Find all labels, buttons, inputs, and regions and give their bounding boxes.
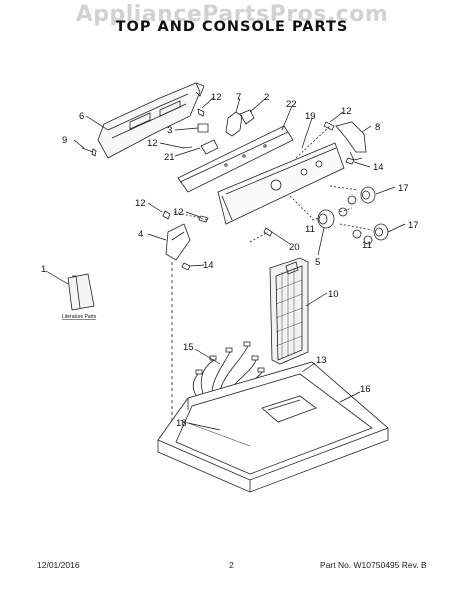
watermark: AppliancePartsPros.com [75, 2, 389, 27]
callout-14-a: 14 [373, 162, 384, 173]
callout-2: 2 [264, 92, 269, 103]
footer-date: 12/01/2016 [37, 560, 80, 570]
callout-6: 6 [79, 111, 84, 122]
page-title: TOP AND CONSOLE PARTS [115, 19, 349, 35]
callout-4: 4 [138, 229, 143, 240]
callout-10: 10 [328, 289, 339, 300]
callout-1: 1 [41, 264, 46, 275]
callout-8: 8 [375, 122, 380, 133]
callout-12-d: 12 [135, 198, 146, 209]
rear-console-shell [97, 82, 205, 159]
literature-label: Literature Parts [62, 314, 97, 320]
callout-14-b: 14 [203, 260, 214, 271]
callout-11-b: 11 [362, 240, 372, 251]
callout-17-a: 17 [398, 183, 409, 194]
control-panel [177, 125, 294, 193]
callout-15: 15 [183, 342, 194, 353]
callout-5: 5 [315, 257, 320, 268]
callout-17-b: 17 [408, 220, 419, 231]
callout-22: 22 [286, 99, 297, 110]
footer-part-number: Part No. W10750495 Rev. B [320, 560, 427, 570]
callout-12-a: 12 [211, 92, 222, 103]
console-front [217, 142, 345, 225]
lint-screen [269, 257, 309, 365]
callout-3: 3 [167, 125, 172, 136]
footer-page-number: 2 [229, 560, 234, 570]
callout-9: 9 [62, 135, 67, 146]
knob-17b [373, 223, 389, 241]
callout-19: 19 [305, 111, 316, 122]
callout-12-e: 12 [173, 207, 184, 218]
callout-12-b: 12 [147, 138, 158, 149]
callout-12-c: 12 [341, 106, 352, 117]
literature-booklet [67, 273, 95, 311]
callout-18: 18 [176, 418, 187, 429]
knob-5 [317, 209, 335, 229]
callout-7: 7 [236, 92, 241, 103]
callout-20: 20 [289, 242, 300, 253]
top-panel [157, 361, 389, 493]
callout-13: 13 [316, 355, 327, 366]
callout-16: 16 [360, 384, 371, 395]
knob-17a [360, 186, 376, 204]
callout-11-a: 11 [305, 224, 315, 235]
end-cap [165, 223, 191, 261]
callout-21: 21 [164, 152, 175, 163]
